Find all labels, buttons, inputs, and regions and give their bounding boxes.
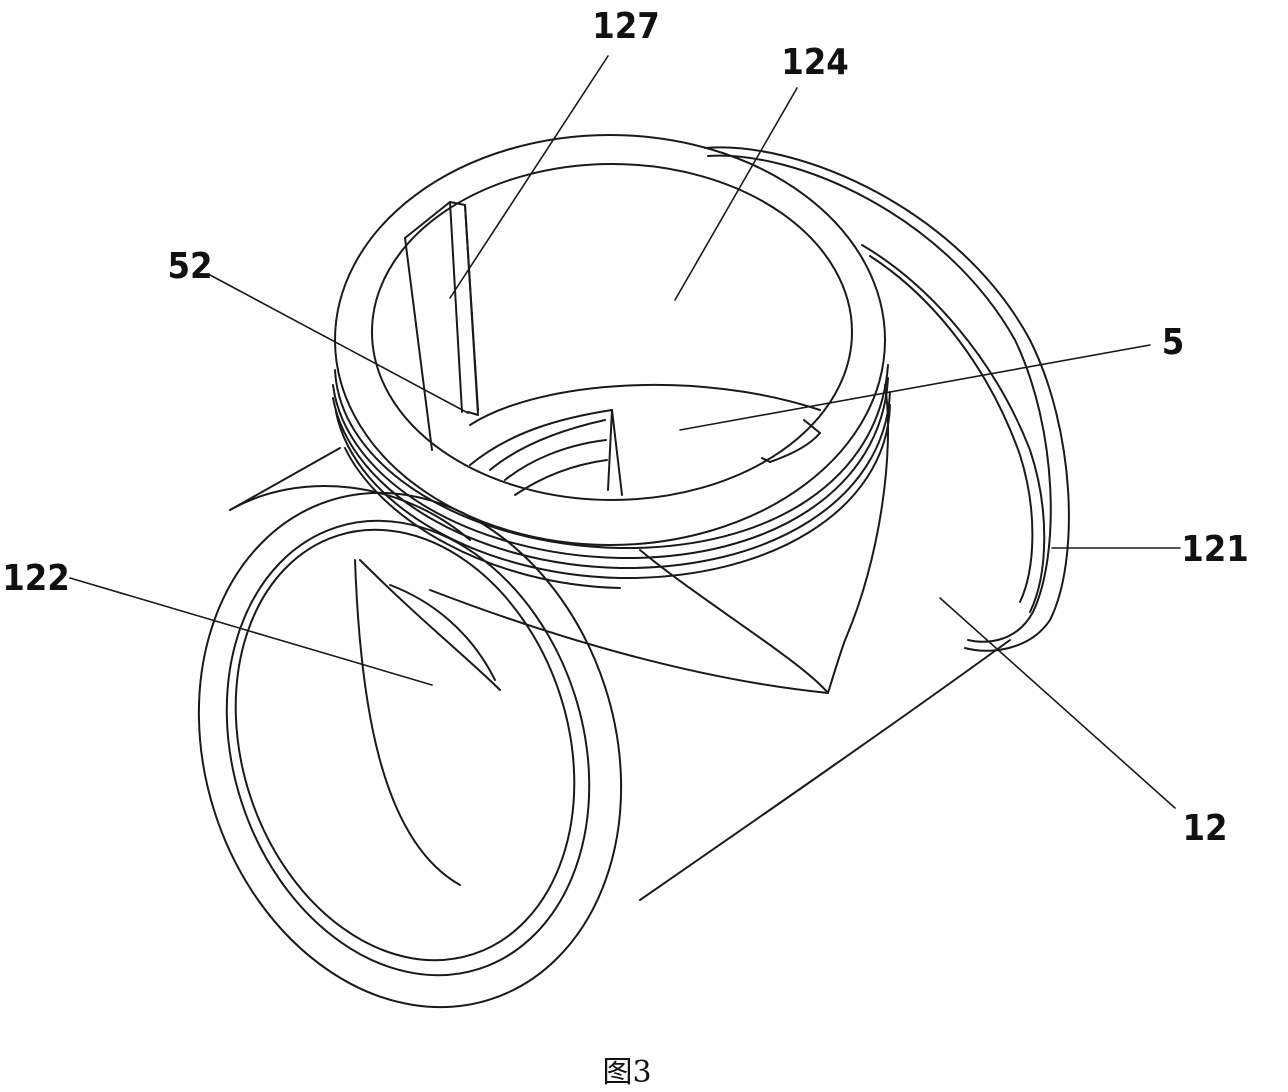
top-neck bbox=[332, 134, 891, 589]
rib-127 bbox=[404, 201, 479, 451]
leader-lines bbox=[69, 55, 1181, 809]
label-12: 12 bbox=[1182, 808, 1227, 849]
label-121: 121 bbox=[1181, 529, 1249, 570]
label-124: 124 bbox=[781, 42, 849, 83]
top-opening bbox=[371, 163, 853, 501]
label-52: 52 bbox=[167, 246, 212, 287]
label-127: 127 bbox=[592, 6, 660, 47]
left-flange bbox=[197, 485, 623, 1009]
label-122: 122 bbox=[2, 558, 70, 599]
figure-caption: 图3 bbox=[602, 1055, 651, 1090]
tee-body bbox=[229, 384, 1011, 901]
valve-element-5 bbox=[469, 409, 821, 496]
label-5: 5 bbox=[1162, 322, 1185, 363]
right-flange bbox=[704, 146, 1070, 652]
